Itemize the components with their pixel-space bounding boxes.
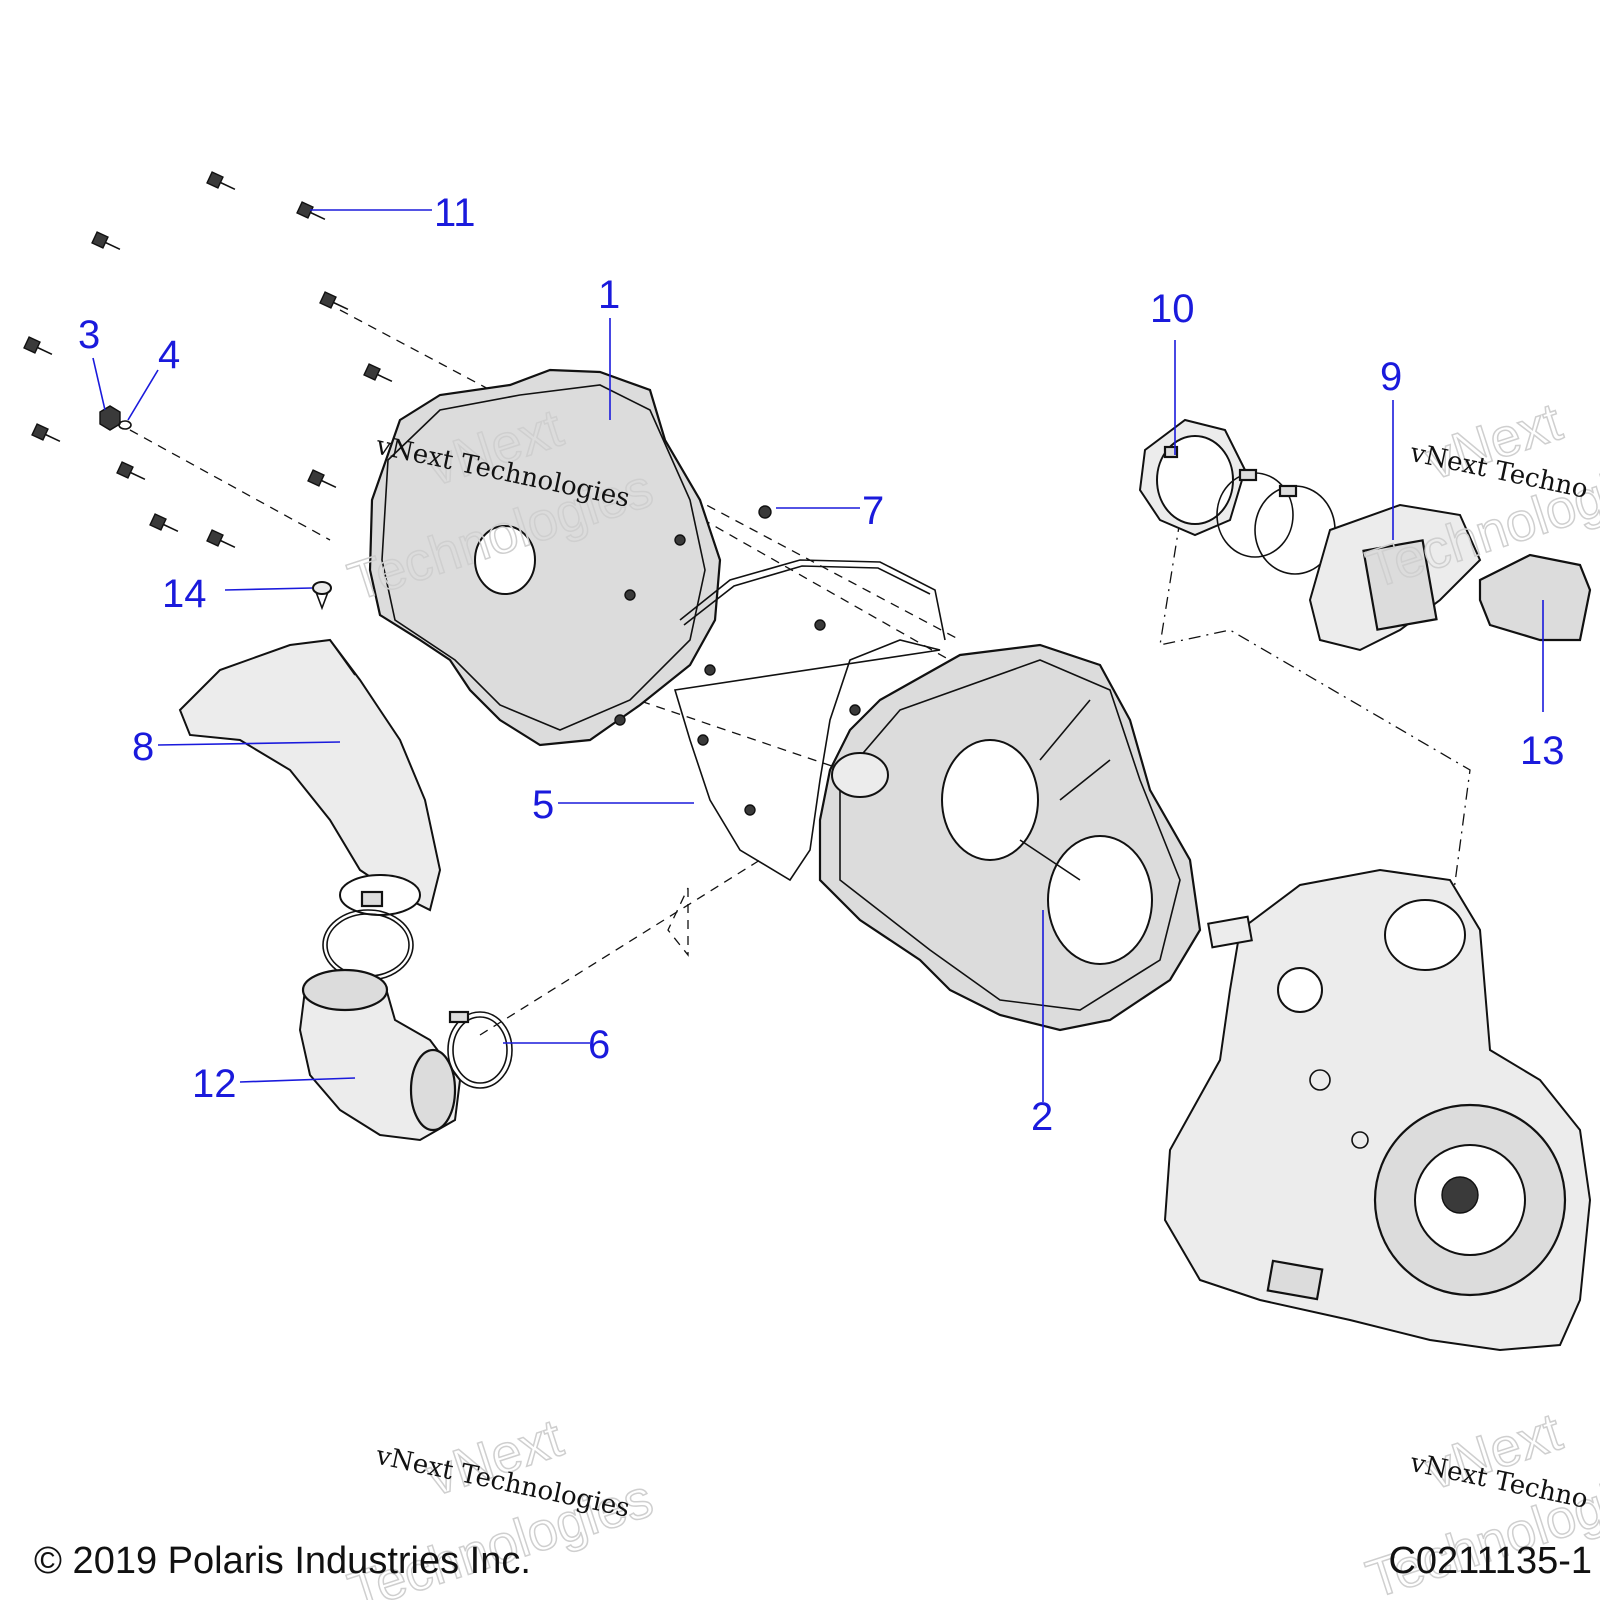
- gasket-seal-5: [673, 559, 946, 882]
- clutch-housing-inner-2: [818, 643, 1202, 1032]
- bolt: [307, 469, 337, 489]
- outlet-boot-10: [1138, 418, 1247, 537]
- intake-duct-8: [178, 638, 442, 916]
- washer-4: [118, 420, 132, 430]
- callout-13: 13: [1520, 729, 1565, 773]
- bolt: [91, 231, 121, 251]
- callout-10: 10: [1150, 287, 1195, 331]
- bolt: [363, 363, 393, 383]
- hose-clamp-6: [447, 1010, 513, 1089]
- callout-3: 3: [78, 313, 100, 357]
- bolt: [206, 171, 236, 191]
- callout-7: 7: [862, 489, 884, 533]
- leader-lines: [92, 209, 1544, 1102]
- callout-4: 4: [158, 333, 180, 377]
- stud-7: [758, 505, 772, 519]
- bolt: [206, 529, 236, 549]
- copyright-notice: © 2019 Polaris Industries Inc.: [34, 1540, 531, 1582]
- bolt: [23, 336, 53, 356]
- callout-labels: 1 2 3 4 5 6 7 8 9 10 11 12 13 14: [78, 191, 1565, 1139]
- diagram-code: C0211135-1: [1388, 1540, 1592, 1582]
- nut-3: [99, 405, 121, 431]
- callout-14: 14: [162, 572, 207, 616]
- transmission-assembly: [1163, 868, 1592, 1352]
- bolt: [149, 513, 179, 533]
- clutch-cover-outer-1: [368, 368, 722, 747]
- callout-11: 11: [434, 191, 476, 235]
- shroud-13: [1478, 553, 1592, 642]
- callout-9: 9: [1380, 355, 1402, 399]
- callout-8: 8: [132, 725, 154, 769]
- callout-1: 1: [598, 273, 620, 317]
- bolt: [319, 291, 349, 311]
- elbow-duct-12: [298, 968, 462, 1142]
- callout-2: 2: [1031, 1095, 1053, 1139]
- callout-12: 12: [192, 1062, 237, 1106]
- bolts-11: [23, 171, 393, 549]
- callout-5: 5: [532, 783, 554, 827]
- callout-6: 6: [588, 1023, 610, 1067]
- bolt: [296, 201, 326, 221]
- bolt: [116, 461, 146, 481]
- duct-9: [1308, 503, 1482, 652]
- push-rivet-14: [312, 581, 332, 611]
- bolt: [31, 423, 61, 443]
